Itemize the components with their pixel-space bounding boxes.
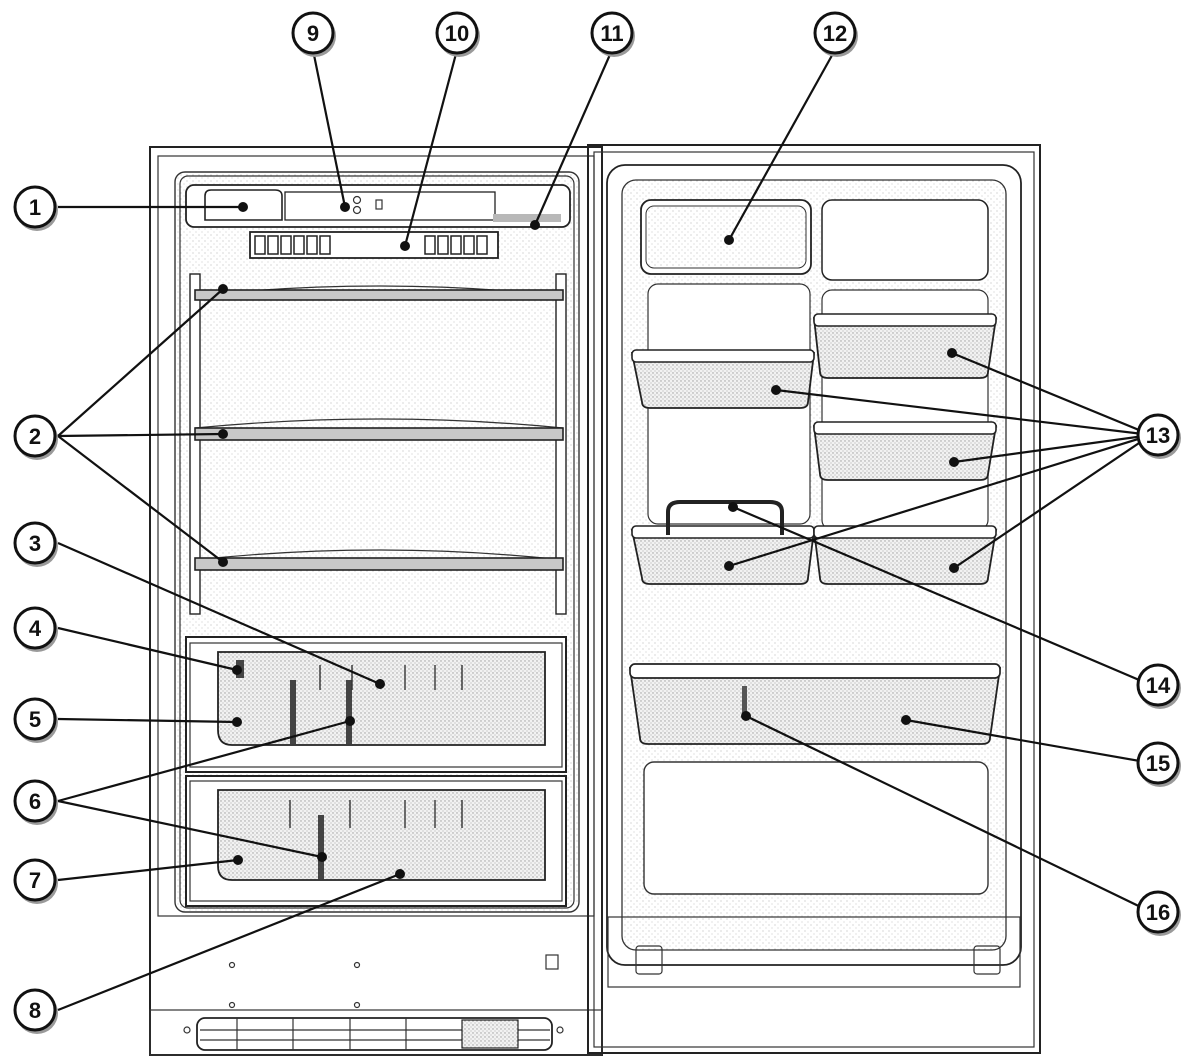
callout-13: 13	[1138, 415, 1181, 459]
door-bin-right-top	[814, 314, 996, 378]
large-door-bin	[630, 664, 1000, 744]
callout-8-label: 8	[29, 998, 41, 1023]
callout-2: 2	[15, 416, 58, 460]
callout-10: 10	[437, 13, 480, 57]
base-grille	[150, 955, 602, 1055]
callout-7-label: 7	[29, 868, 41, 893]
callout-4-label: 4	[29, 616, 42, 641]
callout-12-label: 12	[823, 21, 847, 46]
callout-11: 11	[592, 13, 635, 57]
door-bin-left-upper	[632, 350, 814, 408]
callout-16: 16	[1138, 892, 1181, 936]
callout-15-label: 15	[1146, 751, 1170, 776]
door-bin-right-middle	[814, 422, 996, 480]
callout-1: 1	[15, 187, 58, 231]
callout-3: 3	[15, 523, 58, 567]
callout-12: 12	[815, 13, 858, 57]
callout-1-label: 1	[29, 195, 41, 220]
callout-7: 7	[15, 860, 58, 904]
callout-14-label: 14	[1146, 673, 1171, 698]
door-bin-right-lower	[814, 526, 996, 584]
callout-11-label: 11	[600, 21, 623, 46]
callout-8: 8	[15, 990, 58, 1034]
callout-15: 15	[1138, 743, 1181, 787]
callout-5-label: 5	[29, 707, 41, 732]
callout-13-label: 13	[1146, 423, 1170, 448]
callout-6: 6	[15, 781, 58, 825]
callout-6-label: 6	[29, 789, 41, 814]
callout-9: 9	[293, 13, 336, 57]
callout-5: 5	[15, 699, 58, 743]
callout-16-label: 16	[1146, 900, 1170, 925]
callout-3-label: 3	[29, 531, 41, 556]
callout-14: 14	[1138, 665, 1181, 709]
callout-9-label: 9	[307, 21, 319, 46]
callout-4: 4	[15, 608, 58, 652]
callout-2-label: 2	[29, 424, 41, 449]
cabinet	[150, 147, 602, 1055]
lower-door-panel	[644, 762, 988, 894]
upper-drawer	[186, 637, 566, 772]
door	[588, 145, 1040, 1053]
air-vent	[250, 232, 498, 258]
callout-10-label: 10	[445, 21, 469, 46]
